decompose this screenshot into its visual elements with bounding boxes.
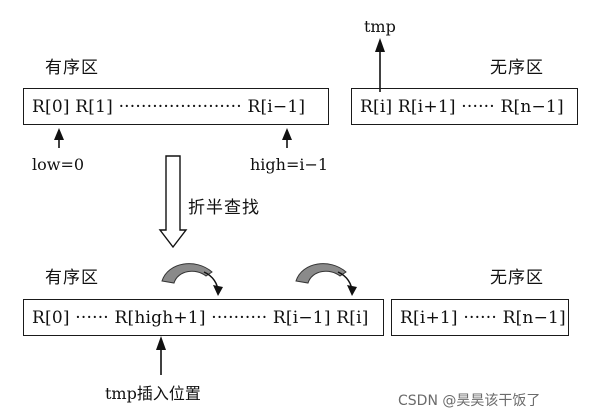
csdn-watermark: CSDN @昊昊该干饭了: [398, 393, 541, 409]
tmp-up-arrow: [375, 38, 385, 92]
bottom-ordered-zone-label: 有序区: [45, 268, 99, 288]
insert-up-arrow: [156, 336, 166, 375]
insert-position-label: tmp插入位置: [105, 384, 201, 403]
low-up-arrow: [54, 128, 64, 148]
top-ordered-zone-label: 有序区: [45, 58, 99, 78]
bottom-unordered-zone-label: 无序区: [490, 268, 544, 288]
top-unordered-zone-label: 无序区: [490, 58, 544, 78]
binary-search-label: 折半查找: [188, 198, 260, 218]
low-label: low=0: [32, 155, 85, 174]
shift-arrow-right: [295, 263, 357, 296]
top-ordered-box: R[0] R[1] ······················ R[i−1]: [23, 88, 329, 125]
bottom-ordered-box-text: R[0] ······ R[high+1] ·········· R[i−1] …: [32, 307, 369, 328]
tmp-label: tmp: [364, 17, 396, 36]
top-ordered-box-text: R[0] R[1] ······················ R[i−1]: [32, 96, 306, 117]
bottom-unordered-box-text: R[i+1] ······ R[n−1]: [400, 307, 566, 328]
bottom-ordered-box: R[0] ······ R[high+1] ·········· R[i−1] …: [23, 299, 384, 336]
high-up-arrow: [282, 128, 292, 148]
bottom-unordered-box: R[i+1] ······ R[n−1]: [391, 299, 569, 336]
top-unordered-box-text: R[i] R[i+1] ······ R[n−1]: [360, 96, 564, 117]
top-unordered-box: R[i] R[i+1] ······ R[n−1]: [351, 88, 578, 125]
binary-search-down-arrow: [158, 155, 188, 249]
shift-arrow-left: [161, 263, 223, 296]
high-label: high=i−1: [250, 155, 329, 174]
